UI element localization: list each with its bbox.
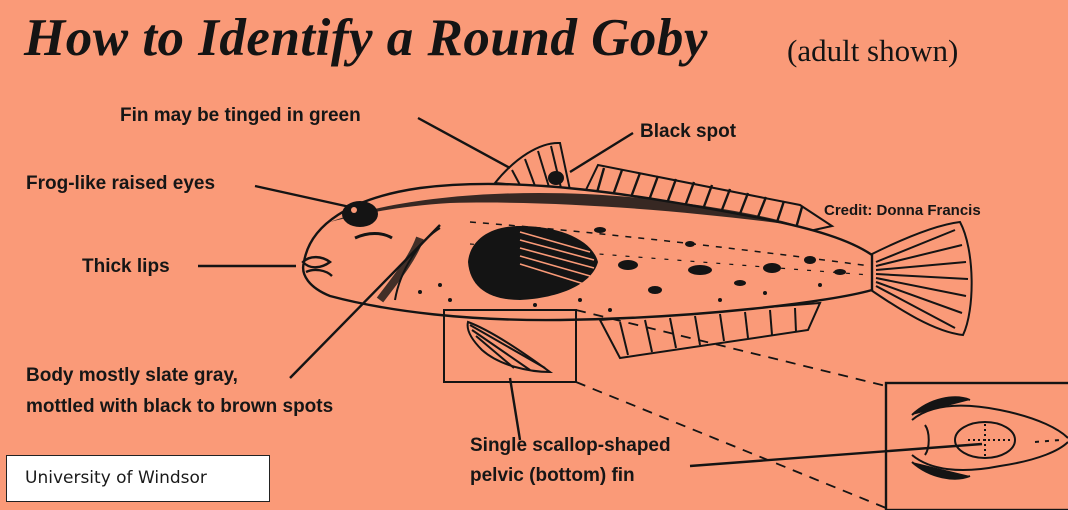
watermark-text: University of Windsor bbox=[25, 468, 207, 488]
label-fin-green: Fin may be tinged in green bbox=[120, 104, 361, 128]
page-title: How to Identify a Round Goby bbox=[24, 8, 708, 68]
pelvic-fin bbox=[468, 322, 550, 372]
label-body-line1: Body mostly slate gray, bbox=[26, 364, 238, 388]
label-black-spot: Black spot bbox=[640, 120, 736, 144]
label-thick-lips: Thick lips bbox=[82, 255, 170, 279]
tail-fin bbox=[868, 222, 972, 335]
credit-text: Credit: Donna Francis bbox=[824, 199, 981, 223]
eye bbox=[342, 201, 378, 227]
university-watermark: University of Windsor bbox=[6, 455, 270, 502]
label-pelvic-line1: Single scallop-shaped bbox=[470, 434, 671, 458]
label-body-line2: mottled with black to brown spots bbox=[26, 395, 333, 419]
page-subtitle: (adult shown) bbox=[787, 33, 958, 69]
label-frog-eyes: Frog-like raised eyes bbox=[26, 172, 215, 196]
black-spot bbox=[548, 171, 564, 185]
label-pelvic-line2: pelvic (bottom) fin bbox=[470, 464, 635, 488]
